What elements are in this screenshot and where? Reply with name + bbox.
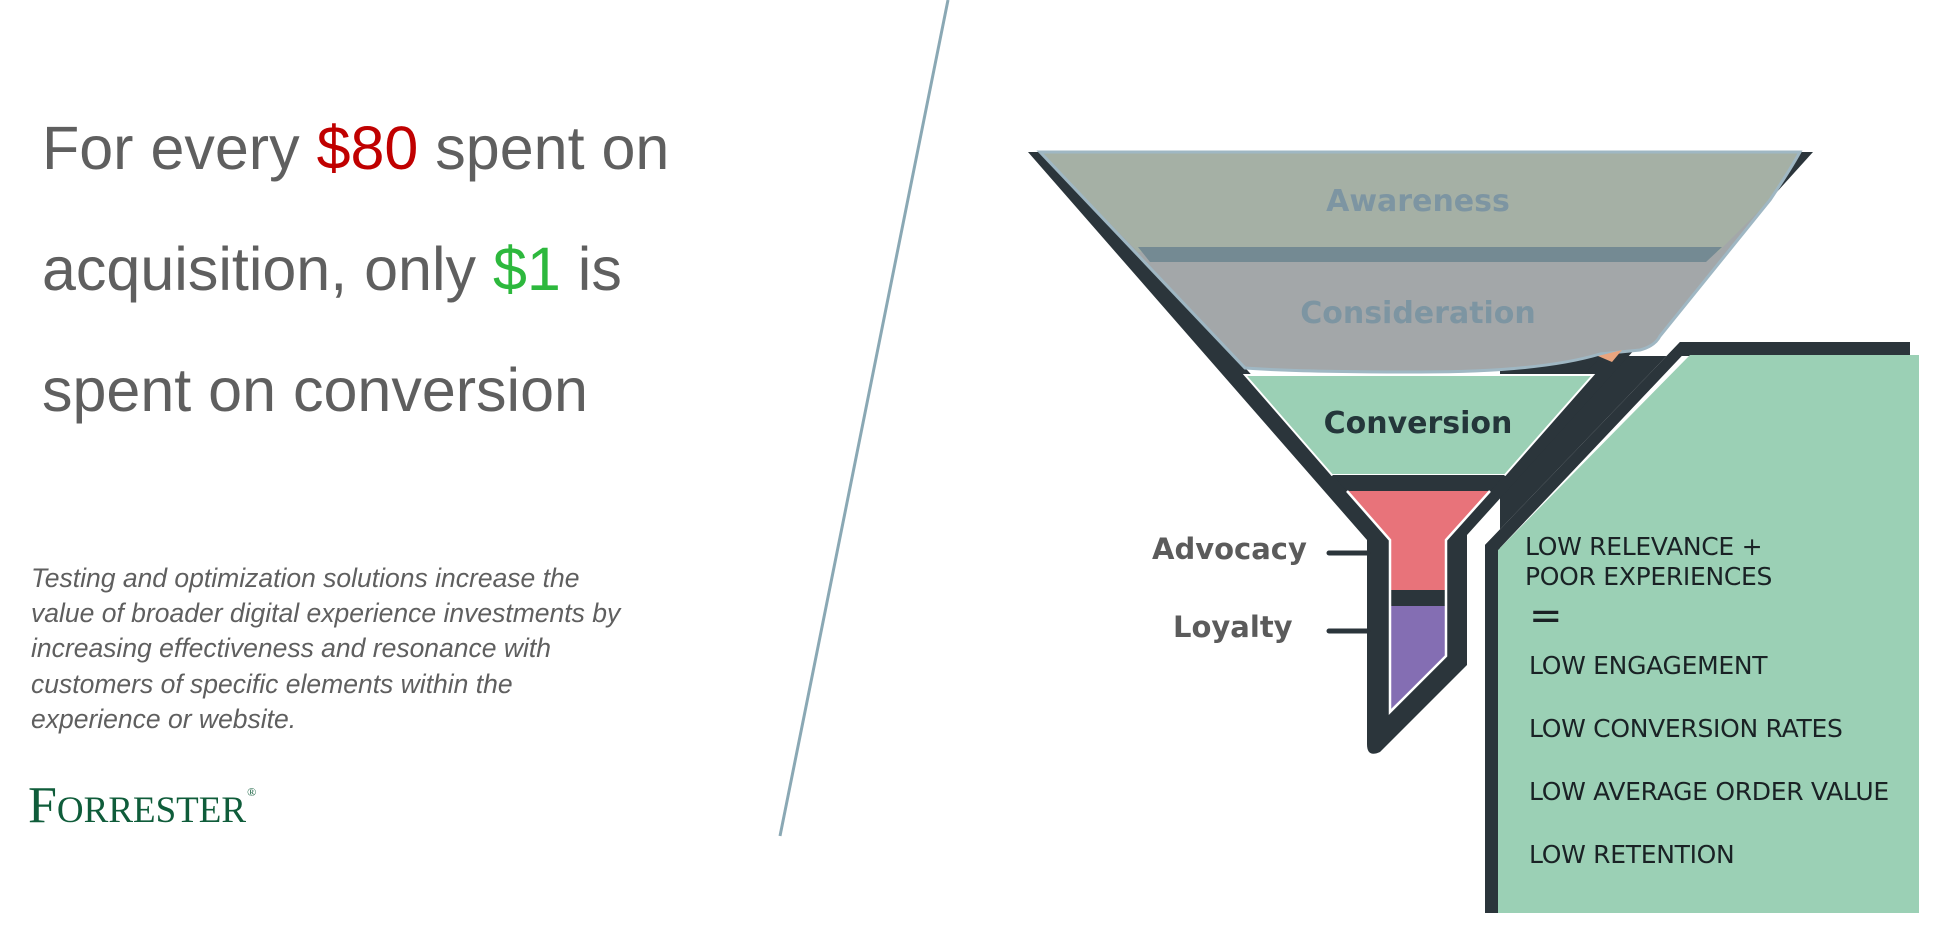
stage-label-conversion: Conversion — [1324, 406, 1513, 441]
headline-text-2: spent on acquisition, only — [42, 114, 670, 303]
logo-rest: ORRESTER — [56, 790, 247, 831]
outcome-item: LOW CONVERSION RATES — [1529, 714, 1843, 743]
funnel-stage-loyalty — [1390, 606, 1446, 710]
headline-text-1: For every — [42, 114, 317, 182]
description-paragraph: Testing and optimization solutions incre… — [31, 563, 621, 734]
outcome-item: LOW AVERAGE ORDER VALUE — [1529, 777, 1889, 806]
funnel-inner-highlight — [1346, 490, 1491, 716]
logo-initial: F — [28, 777, 57, 834]
funnel-stage-advocacy — [1347, 491, 1490, 590]
stage-label-awareness: Awareness — [1326, 184, 1510, 219]
forrester-logo: FORRESTER® — [28, 780, 256, 832]
funnel-stage-separator — [1138, 247, 1722, 262]
stage-label-consideration: Consideration — [1300, 296, 1536, 331]
funnel-stage-awareness — [1040, 152, 1800, 252]
funnel-divider-band — [1332, 475, 1505, 491]
funnel-divider-band-2 — [1390, 590, 1446, 606]
headline-text-3: is spent on conversion — [42, 235, 622, 424]
funnel-accent — [1598, 350, 1622, 362]
stage-label-advocacy: Advocacy — [1152, 532, 1307, 566]
funnel-overlay-edge — [1036, 150, 1803, 374]
outcomes-heading-line-2: POOR EXPERIENCES — [1525, 562, 1773, 591]
slide-divider-line — [778, 0, 950, 837]
outcomes-panel-fill — [1498, 355, 1919, 913]
headline: For every $80 spent on acquisition, only… — [42, 88, 782, 451]
equals-sign: = — [1529, 593, 1563, 639]
outcomes-list: LOW RELEVANCE + POOR EXPERIENCES = LOW E… — [1525, 532, 1889, 886]
registered-mark: ® — [247, 785, 257, 799]
acquisition-spend-amount: $80 — [316, 114, 419, 182]
outcomes-heading-line-1: LOW RELEVANCE + — [1525, 532, 1763, 561]
outcome-item: LOW RETENTION — [1529, 840, 1735, 869]
stage-label-loyalty: Loyalty — [1173, 610, 1293, 644]
conversion-spend-amount: $1 — [492, 235, 561, 303]
outcome-item: LOW ENGAGEMENT — [1529, 651, 1768, 680]
